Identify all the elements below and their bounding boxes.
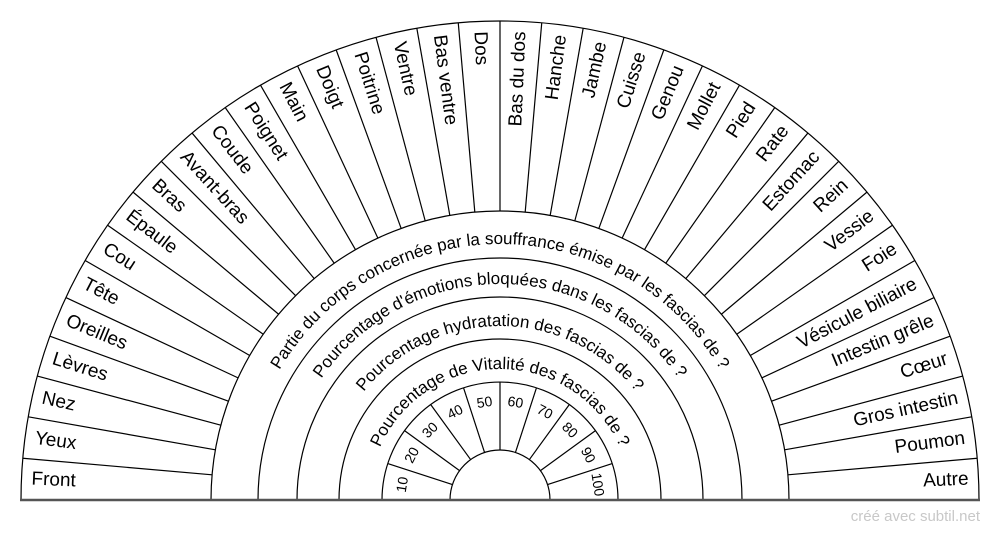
scale-value[interactable]: 50 [476,393,494,411]
sector-divider [107,224,264,335]
sector-divider [457,22,476,213]
body-part-label[interactable]: Nez [40,388,78,416]
body-part-label[interactable]: Épaule [122,206,182,259]
sector-divider [778,375,963,426]
sector-divider [84,259,251,357]
scale-divider [514,387,538,453]
sector-divider [736,224,893,335]
sector-divider [598,49,665,229]
body-part-label[interactable]: Ventre [389,40,421,98]
body-part-label[interactable]: Rate [752,121,793,166]
sector-divider [685,132,809,279]
ring-arc [210,210,790,501]
sector-divider [191,132,315,279]
scale-value[interactable]: 40 [444,401,465,422]
sector-divider [37,375,222,426]
body-part-label[interactable]: Front [31,469,77,492]
sector-divider [49,335,229,402]
sector-divider [787,457,978,476]
sector-divider [335,49,402,229]
ring-arc [449,449,551,501]
sector-divider [771,335,951,402]
body-part-label[interactable]: Doigt [311,62,348,112]
body-part-label[interactable]: Autre [923,469,969,492]
sector-divider [22,457,213,476]
sector-divider [621,65,703,239]
sector-divider [524,22,543,213]
footer-credit: créé avec subtil.net [850,508,980,525]
body-part-label[interactable]: Bas ventre [429,34,462,127]
sector-divider [703,160,840,297]
body-part-label[interactable]: Bas du dos [505,31,530,127]
sector-divider [259,84,357,251]
sector-divider [761,297,935,379]
body-part-label[interactable]: Hanche [542,34,571,102]
sector-divider [160,160,297,297]
sector-divider [749,259,916,357]
sector-divider [665,107,776,264]
scale-value[interactable]: 10 [393,475,411,493]
sector-divider [375,37,426,222]
body-part-label[interactable]: Coude [207,121,258,178]
sector-divider [28,416,216,451]
sector-divider [721,191,868,315]
ring-arc [338,338,662,501]
sector-divider [416,28,451,216]
scale-divider [462,387,486,453]
scale-value[interactable]: 80 [559,419,581,441]
ring-arc [296,296,704,501]
scale-divider [547,462,613,486]
scale-divider [404,430,460,472]
body-part-label[interactable]: Dos [470,31,492,66]
body-part-label[interactable]: Poitrine [349,49,388,117]
ring-arc [257,257,743,501]
scale-value[interactable]: 20 [401,444,422,465]
body-part-label[interactable]: Mollet [683,78,725,133]
sector-divider [643,84,741,251]
scale-divider [387,462,453,486]
sector-divider [132,191,279,315]
sector-divider [224,107,335,264]
scale-value[interactable]: 100 [588,472,607,498]
body-part-label[interactable]: Genou [647,62,688,123]
scale-value[interactable]: 30 [419,418,441,440]
body-part-label[interactable]: Oreilles [63,310,131,354]
scale-divider [540,430,596,472]
sector-divider [297,65,379,239]
sector-divider [574,37,625,222]
body-part-label[interactable]: Yeux [34,428,78,454]
body-part-label[interactable]: Vessie [821,206,878,257]
body-part-label[interactable]: Lèvres [50,348,111,385]
body-part-label[interactable]: Rein [810,175,853,217]
body-part-label[interactable]: Gros intestin [851,388,960,432]
scale-value[interactable]: 70 [535,401,556,422]
sector-divider [65,297,239,379]
scale-value[interactable]: 60 [507,393,525,411]
sector-divider [549,28,584,216]
scale-divider [430,404,472,460]
body-part-label[interactable]: Poumon [893,428,966,458]
scale-divider [528,404,570,460]
body-part-label[interactable]: Bras [147,175,190,217]
body-part-label[interactable]: Jambe [578,40,611,100]
sector-divider [784,416,972,451]
body-part-label[interactable]: Cœur [898,348,951,383]
scale-value[interactable]: 90 [578,444,599,465]
